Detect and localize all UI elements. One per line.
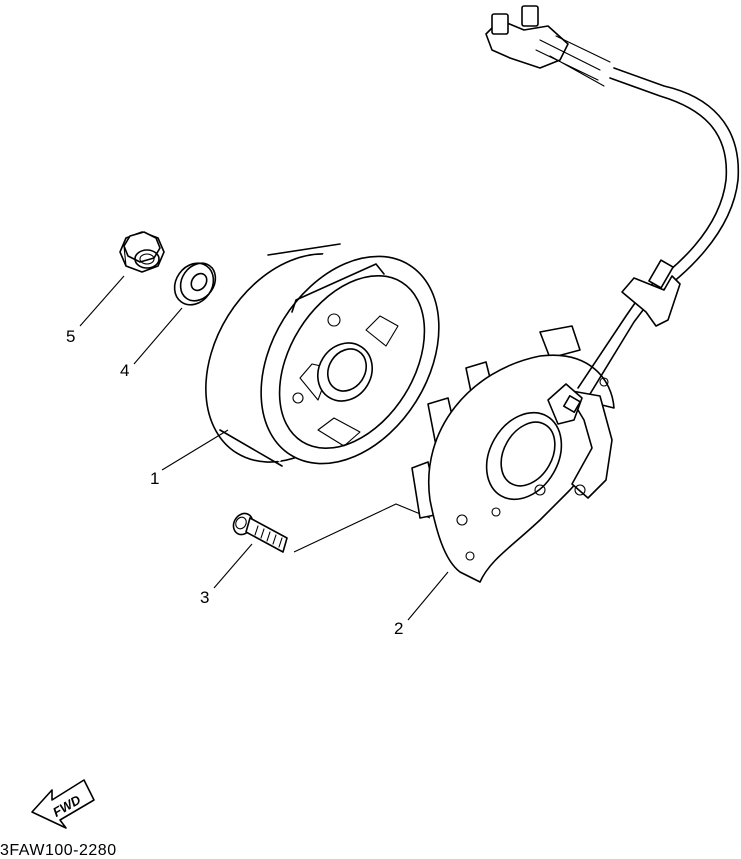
callout-4: 4 — [120, 361, 129, 380]
part-5-nut[interactable] — [119, 231, 165, 273]
callout-3: 3 — [200, 588, 209, 607]
callout-5: 5 — [66, 327, 75, 346]
fwd-arrow: FWD — [31, 779, 95, 829]
part-3-screw[interactable] — [230, 510, 288, 553]
diagram-code: 3FAW100-2280 — [0, 842, 117, 859]
callout-2: 2 — [394, 619, 403, 638]
wire-harness — [485, 5, 740, 395]
callout-1: 1 — [150, 469, 159, 488]
part-4-washer[interactable] — [167, 256, 223, 313]
part-2-stator[interactable] — [411, 325, 615, 583]
part-1-rotor[interactable] — [169, 221, 476, 497]
screw-mount-leader — [293, 503, 431, 553]
callout-leaders — [79, 275, 449, 621]
